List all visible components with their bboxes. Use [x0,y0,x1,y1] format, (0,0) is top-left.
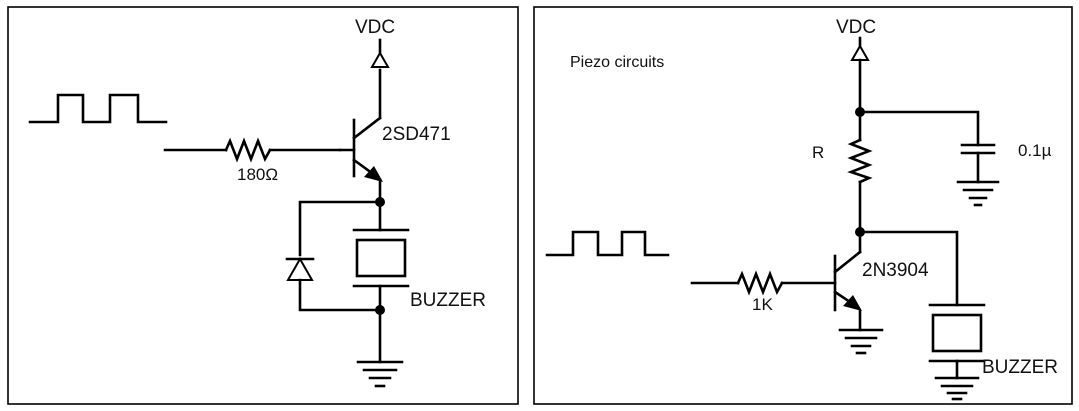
right-resistor-label: R [812,143,824,162]
right-capacitor-ground [956,180,1000,207]
right-capacitor [858,110,996,184]
right-capacitor-label: 0.1µ [1018,141,1052,160]
right-buzzer [858,230,986,380]
right-panel-title: Piezo circuits [570,54,664,71]
right-circuit-panel: Piezo circuits VDC 0.1µ R [533,6,1073,405]
left-buzzer [352,200,410,364]
right-vdc-label: VDC [836,17,876,38]
right-base-resistor [690,270,837,296]
left-circuit-panel: 180Ω 2SD471 VDC [7,6,519,405]
right-buzzer-label: BUZZER [982,357,1058,378]
left-ground-symbol [356,360,404,388]
right-panel-frame [533,6,1073,405]
left-junction-top [375,197,385,207]
right-pullup-resistor [847,138,873,234]
left-transistor-label: 2SD471 [382,124,451,145]
right-vdc-arrow [850,36,870,142]
left-buzzer-label: BUZZER [410,290,486,311]
left-square-wave [28,93,168,124]
right-square-wave [545,230,670,257]
right-base-resistor-label: 1K [752,295,773,314]
left-base-resistor [163,137,342,163]
left-vdc-label: VDC [355,17,395,38]
right-junction-top [855,107,865,117]
right-buzzer-ground [934,376,980,401]
left-junction-bottom [375,305,385,315]
left-npn-transistor [338,68,383,202]
left-flyback-diode [285,200,382,312]
left-panel-frame [7,6,519,405]
left-resistor-label: 180Ω [237,165,278,184]
right-npn-transistor [833,230,862,332]
right-emitter-ground [838,328,884,355]
left-vdc-arrow [370,38,390,68]
right-transistor-label: 2N3904 [862,260,929,281]
